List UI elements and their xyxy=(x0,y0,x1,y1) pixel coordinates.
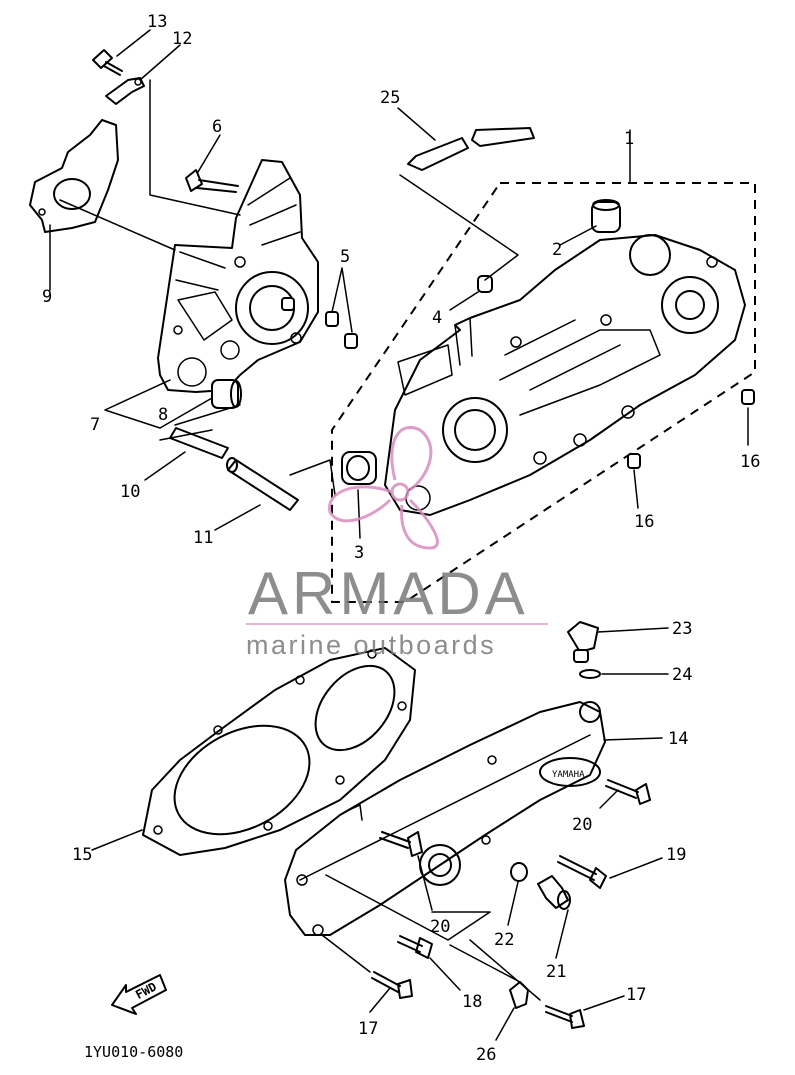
bolt-6 xyxy=(185,169,239,193)
leader-25a xyxy=(397,107,436,141)
callout-2: 2 xyxy=(552,240,562,260)
bushing-2 xyxy=(591,199,621,233)
callout-19: 19 xyxy=(666,845,686,865)
leader-14 xyxy=(603,737,663,741)
bolt-13 xyxy=(92,49,123,76)
bearing-3 xyxy=(341,451,377,485)
bolt-20a xyxy=(605,779,651,805)
callout-4: 4 xyxy=(432,308,442,328)
leader-15 xyxy=(91,829,143,851)
dowel-pin-16b xyxy=(627,453,641,469)
leader-17a-cover xyxy=(321,934,371,973)
leader-lines-left xyxy=(49,29,353,531)
clip-26 xyxy=(509,981,529,1009)
dowel-pins-5 xyxy=(281,297,358,349)
leader-26b xyxy=(469,939,541,1001)
callout-labels: 13 12 6 9 5 7 8 10 11 25 1 2 4 16 16 3 2… xyxy=(42,12,760,1065)
bushing-8 xyxy=(211,379,242,409)
leader-4 xyxy=(449,291,479,311)
watermark-tagline: marine outboards xyxy=(246,630,496,660)
callout-1: 1 xyxy=(624,129,634,149)
o-ring-24 xyxy=(579,669,601,679)
callout-12: 12 xyxy=(172,29,192,49)
leader-19 xyxy=(609,857,663,879)
dowel-pin-16a xyxy=(741,389,755,405)
bolt-19 xyxy=(557,855,607,889)
callout-17b: 17 xyxy=(626,985,646,1005)
leader-3 xyxy=(357,489,361,539)
clamp-12 xyxy=(105,77,145,105)
assembly-boundary-1 xyxy=(331,182,756,603)
bolt-20b xyxy=(379,831,423,857)
gasket-15 xyxy=(142,647,416,856)
crankcase-1 xyxy=(384,234,746,516)
leader-20a xyxy=(599,789,619,809)
leader-22 xyxy=(507,881,519,926)
leader-17a xyxy=(369,987,391,1013)
callout-22: 22 xyxy=(494,930,514,950)
callout-18: 18 xyxy=(462,992,482,1012)
propeller-logo-icon xyxy=(328,426,439,550)
callout-16a: 16 xyxy=(740,452,760,472)
svg-text:YAMAHA: YAMAHA xyxy=(552,770,585,780)
callout-13: 13 xyxy=(147,12,167,32)
callout-26: 26 xyxy=(476,1045,496,1065)
bolt-17a xyxy=(371,971,413,999)
grommet-4 xyxy=(477,275,493,293)
callout-23: 23 xyxy=(672,619,692,639)
oil-filler-cap-23 xyxy=(567,621,599,663)
bolt-21 xyxy=(537,875,571,910)
fwd-arrow-icon: FWD xyxy=(111,974,167,1015)
leader-23 xyxy=(597,627,669,633)
callout-3: 3 xyxy=(354,543,364,563)
callout-25: 25 xyxy=(380,88,400,108)
leader-20b xyxy=(325,855,491,941)
gasket-9 xyxy=(29,119,119,233)
bolt-17b xyxy=(545,1005,585,1029)
callout-8: 8 xyxy=(158,405,168,425)
leader-25b xyxy=(399,174,519,281)
callout-21: 21 xyxy=(546,962,566,982)
callout-16b: 16 xyxy=(634,512,654,532)
left-crankcase-half xyxy=(157,159,319,393)
leader-18 xyxy=(429,957,461,991)
callout-11: 11 xyxy=(193,528,213,548)
bolt-18 xyxy=(397,935,433,959)
callout-20b: 20 xyxy=(430,917,450,937)
callout-9: 9 xyxy=(42,287,52,307)
callout-7: 7 xyxy=(90,415,100,435)
diagram-code: 1YU010-6080 xyxy=(84,1043,183,1061)
pivot-shaft-11 xyxy=(226,457,299,511)
watermark-brand: ARMADA xyxy=(248,560,529,627)
callout-14: 14 xyxy=(668,729,688,749)
leader-17b xyxy=(583,995,625,1011)
watermark: ARMADA marine outboards xyxy=(246,426,548,660)
leader-2 xyxy=(559,225,597,246)
callout-24: 24 xyxy=(672,665,692,685)
callout-17a: 17 xyxy=(358,1019,378,1039)
leader-21 xyxy=(555,909,569,959)
callout-6: 6 xyxy=(212,117,222,137)
callout-10: 10 xyxy=(120,482,140,502)
hose-25 xyxy=(407,127,535,171)
washer-22 xyxy=(510,862,528,882)
leader-26 xyxy=(449,944,521,1041)
leader-16b xyxy=(633,469,639,509)
callout-5: 5 xyxy=(340,247,350,267)
callout-20a: 20 xyxy=(572,815,592,835)
callout-15: 15 xyxy=(72,845,92,865)
